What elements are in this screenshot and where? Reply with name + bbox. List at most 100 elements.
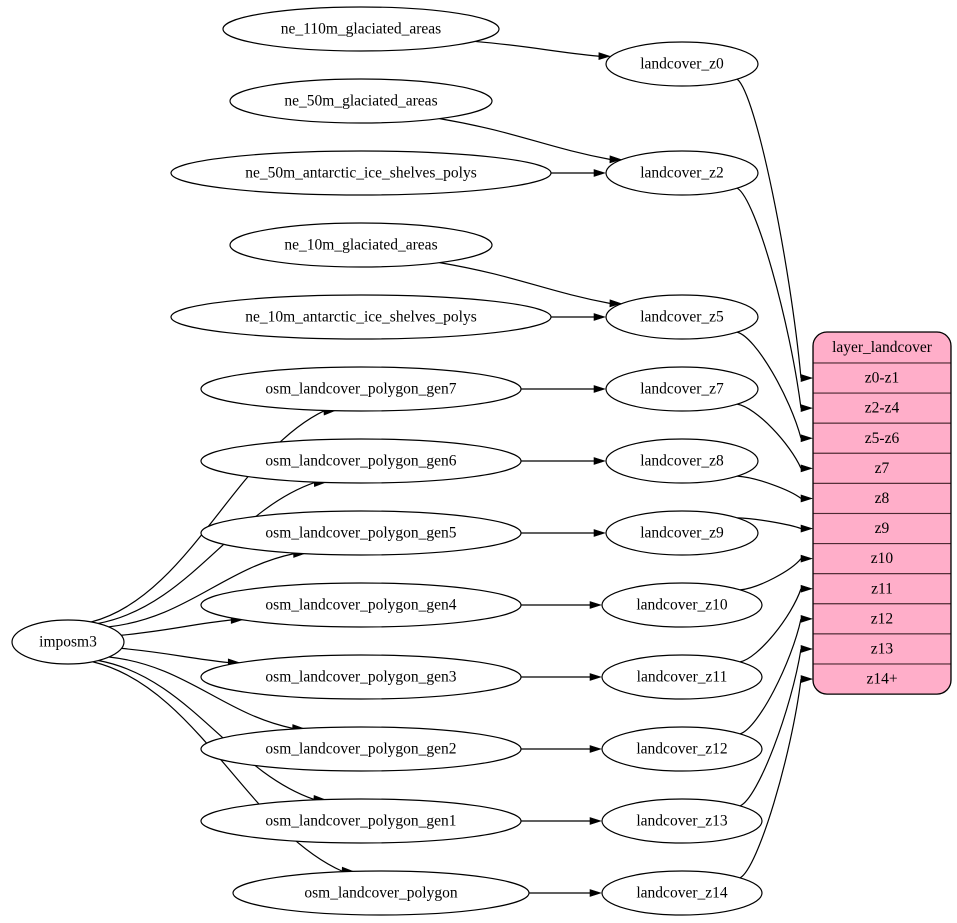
table-outline — [812, 331, 952, 695]
node-label: landcover_z13 — [636, 813, 727, 830]
table-row[interactable] — [813, 543, 951, 575]
edge-arrowhead — [800, 554, 813, 563]
edge-landcover_z10-to-table-row — [740, 558, 802, 591]
node-osm_landcover_polygon_gen5[interactable]: osm_landcover_polygon_gen5 — [200, 510, 522, 556]
node-ne_10m_antarctic_ice_shelves_polys[interactable]: ne_10m_antarctic_ice_shelves_polys — [170, 294, 552, 340]
node-landcover_z7[interactable]: landcover_z7 — [605, 366, 759, 412]
edge-arrowhead — [800, 494, 813, 503]
edge-landcover_z11-to-table-row — [739, 588, 802, 663]
node-osm_landcover_polygon_gen2[interactable]: osm_landcover_polygon_gen2 — [200, 726, 522, 772]
edge-arrowhead — [609, 155, 622, 164]
nodes-layer: imposm3 ne_110m_glaciated_areas ne_50m_gla… — [11, 6, 763, 916]
table-row[interactable] — [813, 422, 951, 454]
node-osm_landcover_polygon_gen6[interactable]: osm_landcover_polygon_gen6 — [200, 438, 522, 484]
node-landcover_z11[interactable]: landcover_z11 — [601, 654, 763, 700]
node-label: ne_50m_antarctic_ice_shelves_polys — [245, 165, 477, 182]
node-landcover_z9[interactable]: landcover_z9 — [605, 510, 759, 556]
node-ellipse — [229, 222, 493, 268]
edge-arrowhead — [800, 614, 813, 623]
table-row[interactable] — [813, 512, 951, 545]
node-landcover_z0[interactable]: landcover_z0 — [605, 41, 759, 87]
node-landcover_z10[interactable]: landcover_z10 — [601, 582, 763, 628]
node-ellipse — [601, 726, 763, 772]
node-label: osm_landcover_polygon — [304, 885, 458, 902]
edge-landcover_z14-to-table-row — [739, 678, 802, 879]
node-osm_landcover_polygon_gen3[interactable]: osm_landcover_polygon_gen3 — [200, 654, 522, 700]
node-ne_110m_glaciated_areas[interactable]: ne_110m_glaciated_areas — [222, 6, 500, 52]
node-landcover_z8[interactable]: landcover_z8 — [605, 438, 759, 484]
edge-arrowhead — [609, 299, 622, 308]
edge-landcover_z9-to-table-row — [737, 517, 802, 530]
node-ellipse — [11, 619, 125, 665]
node-landcover_z14[interactable]: landcover_z14 — [601, 870, 763, 916]
edge-arrowhead — [589, 673, 602, 681]
node-label: landcover_z10 — [636, 597, 727, 614]
table-row[interactable] — [813, 633, 951, 665]
node-ne_50m_glaciated_areas[interactable]: ne_50m_glaciated_areas — [229, 78, 493, 124]
node-ne_10m_glaciated_areas[interactable]: ne_10m_glaciated_areas — [229, 222, 493, 268]
edge-arrowhead — [800, 434, 813, 443]
node-ellipse — [229, 78, 493, 124]
table-row-label: z12 — [871, 610, 893, 627]
node-ellipse — [605, 438, 759, 484]
node-label: landcover_z9 — [640, 525, 724, 542]
table-header-label: layer_landcover — [832, 339, 933, 356]
table-row[interactable] — [813, 603, 951, 635]
node-label: landcover_z0 — [640, 56, 724, 73]
node-label: osm_landcover_polygon_gen7 — [265, 381, 456, 398]
edge-arrowhead — [593, 457, 606, 465]
node-imposm3[interactable]: imposm3 — [11, 619, 125, 665]
edge-arrowhead — [800, 374, 813, 382]
table-row[interactable] — [813, 392, 951, 424]
node-ellipse — [200, 582, 522, 628]
node-ellipse — [605, 41, 759, 87]
edge-landcover_z0-to-table-row — [736, 78, 802, 379]
node-label: landcover_z2 — [640, 165, 724, 182]
edge-arrowhead — [800, 645, 813, 653]
edge-arrowhead — [593, 169, 606, 177]
node-ellipse — [605, 366, 759, 412]
node-ellipse — [605, 294, 759, 340]
node-osm_landcover_polygon_gen1[interactable]: osm_landcover_polygon_gen1 — [200, 798, 522, 844]
table-row-label: z9 — [875, 520, 890, 537]
node-ne_50m_antarctic_ice_shelves_polys[interactable]: ne_50m_antarctic_ice_shelves_polys — [170, 150, 552, 196]
edge-imposm3-osm_landcover_polygon_gen5 — [108, 553, 295, 628]
node-label: osm_landcover_polygon_gen6 — [265, 453, 456, 470]
table-row[interactable] — [813, 452, 951, 484]
node-ellipse — [601, 870, 763, 916]
edge-landcover_z12-to-table-row — [739, 618, 802, 735]
node-landcover_z5[interactable]: landcover_z5 — [605, 294, 759, 340]
node-ellipse — [601, 798, 763, 844]
node-landcover_z12[interactable]: landcover_z12 — [601, 726, 763, 772]
table-row-label: z7 — [875, 460, 890, 477]
node-ellipse — [605, 150, 759, 196]
edge-landcover_z13-to-table-row — [739, 648, 802, 807]
table-row-label: z2-z4 — [865, 400, 900, 417]
node-osm_landcover_polygon[interactable]: osm_landcover_polygon — [232, 870, 530, 916]
node-landcover_z2[interactable]: landcover_z2 — [605, 150, 759, 196]
node-label: osm_landcover_polygon_gen3 — [265, 669, 456, 686]
edge-arrowhead — [593, 529, 606, 537]
table-row-label: z13 — [871, 641, 894, 658]
node-label: osm_landcover_polygon_gen5 — [265, 525, 456, 542]
edge-landcover_z5-to-table-row — [736, 331, 802, 439]
node-ellipse — [200, 798, 522, 844]
node-osm_landcover_polygon_gen4[interactable]: osm_landcover_polygon_gen4 — [200, 582, 522, 628]
edge-arrowhead — [589, 601, 602, 609]
node-landcover_z13[interactable]: landcover_z13 — [601, 798, 763, 844]
edge-landcover_z2-to-table-row — [736, 187, 802, 409]
edge-imposm3-osm_landcover_polygon_gen4 — [121, 619, 232, 636]
node-ellipse — [170, 294, 552, 340]
node-ellipse — [200, 654, 522, 700]
node-label: landcover_z11 — [637, 669, 728, 686]
node-label: osm_landcover_polygon_gen2 — [265, 741, 456, 758]
edge-ne_10m_glaciated_areas-landcover_z5 — [439, 262, 611, 305]
table-row-label: z8 — [875, 490, 890, 507]
node-ellipse — [222, 6, 500, 52]
node-label: landcover_z12 — [636, 741, 727, 758]
edge-arrowhead — [800, 675, 813, 683]
layer-landcover-table: layer_landcoverz0-z1z2-z4z5-z6z7z8z9z10z… — [812, 331, 952, 695]
edge-imposm3-osm_landcover_polygon_gen1 — [98, 659, 315, 801]
node-osm_landcover_polygon_gen7[interactable]: osm_landcover_polygon_gen7 — [200, 366, 522, 412]
